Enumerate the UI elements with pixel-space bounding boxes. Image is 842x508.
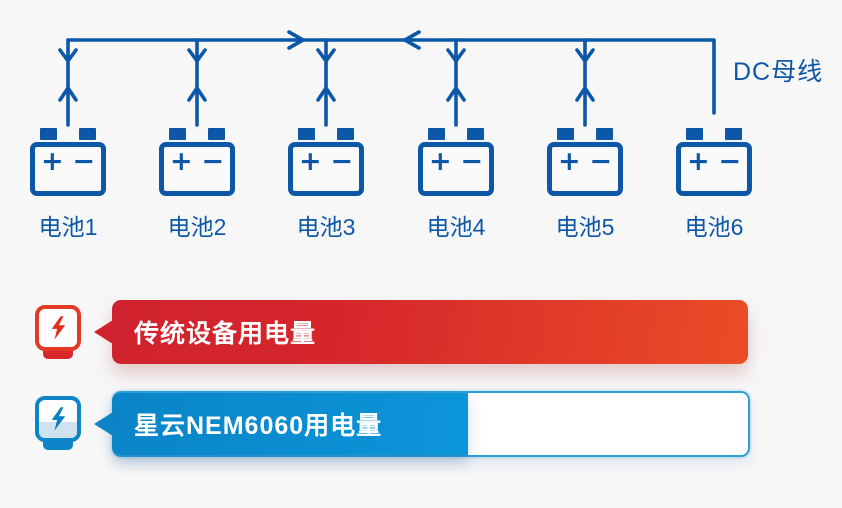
- battery-icon: + −: [676, 142, 752, 196]
- arrow-left-pointer-icon: [94, 320, 113, 344]
- battery-label: 电池2: [167, 214, 227, 240]
- bus-arrow-right-icon: [287, 30, 305, 50]
- battery-icon: + −: [547, 142, 623, 196]
- battery-icon: + −: [30, 142, 106, 196]
- meter-level-fill: [39, 422, 77, 438]
- battery-2: + − 电池2: [132, 128, 262, 242]
- battery-icon: + −: [418, 142, 494, 196]
- bus-line: [66, 38, 716, 115]
- battery-6: + − 电池6: [649, 128, 779, 242]
- battery-terminal-icon: [40, 128, 57, 140]
- battery-icon: + −: [288, 142, 364, 196]
- battery-1: + − 电池1: [3, 128, 133, 242]
- chevron-down-icon: [58, 48, 78, 63]
- meter-screen: [35, 305, 81, 351]
- battery-icon: + −: [159, 142, 235, 196]
- battery-3: + − 电池3: [261, 128, 391, 242]
- battery-terminal-icon: [725, 128, 742, 140]
- battery-label: 电池3: [296, 214, 356, 240]
- power-meter-blue-icon: [33, 396, 83, 450]
- chevron-up-icon: [575, 86, 595, 102]
- chevron-down-icon: [446, 48, 466, 63]
- chevron-up-icon: [446, 86, 466, 102]
- meter-base: [43, 441, 73, 450]
- arrow-left-pointer-icon: [94, 412, 113, 436]
- nem-usage-label: 星云NEM6060用电量: [134, 412, 383, 440]
- chevron-down-icon: [575, 48, 595, 63]
- battery-label: 电池6: [684, 214, 744, 240]
- lightning-icon: [51, 407, 66, 431]
- chevron-down-icon: [187, 48, 207, 63]
- lightning-icon: [51, 316, 66, 340]
- battery-terminal-icon: [596, 128, 613, 140]
- minus-sign-icon: −: [72, 146, 95, 177]
- plus-sign-icon: +: [170, 146, 193, 177]
- battery-label: 电池1: [38, 214, 98, 240]
- meter-screen: [35, 396, 81, 442]
- plus-sign-icon: +: [429, 146, 452, 177]
- battery-terminal-icon: [686, 128, 703, 140]
- plus-sign-icon: +: [299, 146, 322, 177]
- chevron-up-icon: [316, 86, 336, 102]
- power-meter-red-icon: [33, 305, 83, 359]
- minus-sign-icon: −: [589, 146, 612, 177]
- nem-usage-bar: 星云NEM6060用电量: [94, 393, 468, 455]
- battery-terminal-icon: [79, 128, 96, 140]
- battery-label: 电池5: [555, 214, 615, 240]
- bus-arrow-left-icon: [403, 30, 421, 50]
- battery-terminal-icon: [337, 128, 354, 140]
- plus-sign-icon: +: [41, 146, 64, 177]
- plus-sign-icon: +: [687, 146, 710, 177]
- meter-base: [43, 350, 73, 359]
- minus-sign-icon: −: [330, 146, 353, 177]
- battery-5: + − 电池5: [520, 128, 650, 242]
- minus-sign-icon: −: [718, 146, 741, 177]
- battery-terminal-icon: [298, 128, 315, 140]
- battery-terminal-icon: [467, 128, 484, 140]
- battery-4: + − 电池4: [391, 128, 521, 242]
- minus-sign-icon: −: [460, 146, 483, 177]
- minus-sign-icon: −: [201, 146, 224, 177]
- chevron-down-icon: [316, 48, 336, 63]
- dc-bus-label: DC母线: [733, 58, 824, 86]
- chevron-up-icon: [58, 86, 78, 102]
- battery-terminal-icon: [557, 128, 574, 140]
- plus-sign-icon: +: [558, 146, 581, 177]
- battery-terminal-icon: [169, 128, 186, 140]
- battery-terminal-icon: [428, 128, 445, 140]
- traditional-usage-bar: 传统设备用电量: [94, 300, 748, 364]
- battery-terminal-icon: [208, 128, 225, 140]
- traditional-usage-label: 传统设备用电量: [134, 320, 317, 348]
- chevron-up-icon: [187, 86, 207, 102]
- battery-label: 电池4: [426, 214, 486, 240]
